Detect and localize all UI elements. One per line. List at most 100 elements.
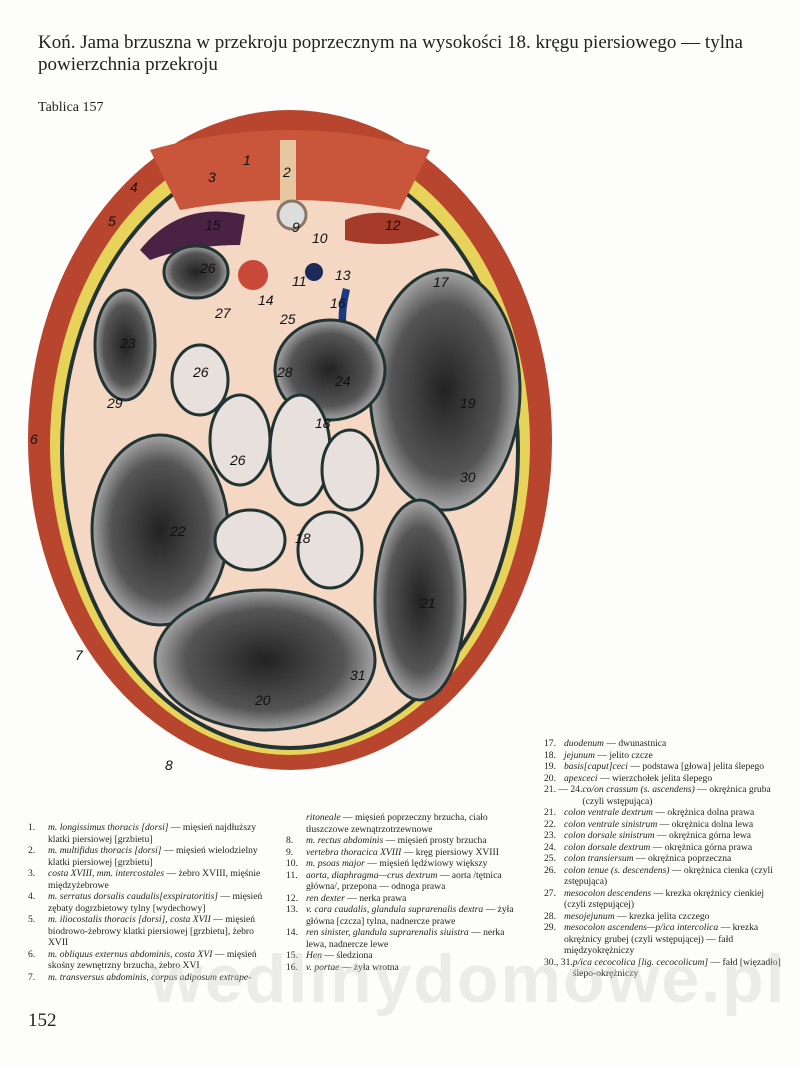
legend-polish: — okrężnica gruba (czyli wstępująca)	[582, 784, 771, 807]
legend-polish: — mięsień poprzeczny brzucha, ciało tłus…	[306, 812, 488, 835]
page-title: Koń. Jama brzuszna w przekroju poprzeczn…	[38, 32, 743, 75]
legend-polish: — fałd [więzadło] ślepo-okrężniczy	[572, 956, 781, 980]
vertebra	[276, 199, 308, 231]
legend-entry: 17.duodenum — dwunastnica	[544, 738, 782, 750]
structure-label: 18	[315, 415, 331, 431]
structure-label: 5	[108, 213, 116, 229]
legend-latin: vertebra thoracica XVIII	[306, 846, 402, 858]
legend-number: 4.	[28, 891, 36, 902]
cross-section-illustration: 1234567891011121314151617181819202122232…	[28, 110, 552, 773]
legend-polish: — mięsień zębaty dogrzbietowy tylny [wyd…	[48, 891, 263, 914]
legend-latin: m. psoas major	[306, 858, 365, 869]
legend-entry: 8. m. rectus abdominis — mięsień prosty b…	[286, 835, 524, 847]
legend-number: 13.	[286, 904, 298, 915]
legend-polish: — mięsień prosty brzucha	[383, 835, 487, 846]
legend-entry: 23.colon dorsale sinistrum — okrężnica g…	[544, 830, 782, 842]
structure-label: 31	[350, 667, 366, 683]
legend-number: 23.	[544, 830, 556, 841]
structure-label: 16	[330, 295, 346, 311]
legend-number: 27.	[544, 887, 556, 899]
legend-number: 24.	[544, 841, 556, 853]
spleen	[140, 211, 245, 260]
legend-latin: jejunum	[564, 749, 595, 761]
structure-label: 13	[335, 267, 351, 283]
legend-latin: ren dexter	[306, 892, 345, 904]
legend-entry: 21.colon ventrale dextrum — okrężnica do…	[544, 807, 782, 819]
colon-22	[90, 433, 230, 627]
legend-polish: — mięsień skośny zewnętrzny brzucha, żeb…	[48, 948, 257, 972]
legend-polish: — żyła główna [czcza] tylna, nadnercze p…	[306, 904, 514, 927]
legend-latin: m. multifidus thoracis [dorsi]	[48, 845, 162, 856]
legend-polish: — okrężnica górna lewa	[654, 830, 752, 841]
structure-label: 23	[119, 335, 136, 351]
legend-entry: 19.basis[caput]ceci — podstawa [głowa] j…	[544, 761, 782, 773]
legend-number	[286, 812, 306, 835]
legend-latin: aorta, diaphragma—crus dextrum	[306, 869, 438, 881]
legend-latin: co/on crassum (s. ascendens)	[582, 784, 695, 795]
legend-number: 11.	[286, 869, 298, 881]
structure-label: 30	[460, 469, 476, 485]
legend-entry: 5.m. iliocostalis thoracis [dorsi], cost…	[28, 914, 266, 949]
legend-entry: 21. — 24.co/on crassum (s. ascendens) — …	[544, 784, 782, 807]
legend-polish: — okrężnica poprzeczna	[633, 853, 732, 864]
cecum-base	[368, 268, 522, 512]
cecum-apex	[153, 588, 377, 732]
legend-polish: — nerka lewa, nadnercze lewe	[306, 927, 505, 950]
legend-latin: m. rectus abdominis	[306, 835, 384, 846]
legend-entry: 3.costa XVIII, mm. intercostales — żebro…	[28, 868, 266, 891]
legend-entry: 9.vertebra thoracica XVIII — kręg piersi…	[286, 847, 524, 859]
legend-polish: — żebro XVIII, mięśnie międzyżebrowe	[48, 868, 261, 891]
legend-entry: 29.mesocolon ascendens—p/ica intercolica…	[544, 922, 782, 957]
legend-latin: v. cara caudalis, glandula suprarenalis …	[306, 904, 484, 915]
structure-label: 10	[312, 230, 328, 246]
legend-polish: — żyła wrotna	[339, 961, 399, 973]
legend-polish: — okrężnica cienka (czyli zstępująca)	[564, 864, 773, 888]
legend-polish: — mięsień najdłuższy klatki piersiowej […	[48, 822, 257, 845]
structure-label: 21	[419, 595, 436, 611]
caudal-vena-cava	[305, 263, 323, 281]
legend-latin: ritoneale	[306, 812, 341, 823]
legend-entry: 1.m. longissimus thoracis [dorsi] — mięs…	[28, 822, 266, 845]
colon-21	[373, 498, 467, 702]
legend-polish: — śledziona	[321, 950, 373, 961]
legend-number: 9.	[286, 846, 294, 858]
legend-polish: — krezka okrężnicy cienkiej (czyli zstęp…	[564, 887, 765, 911]
legend-number: 21. — 24.	[544, 784, 583, 795]
legend-entry: 11.aorta, diaphragma—crus dextrum — aort…	[286, 870, 524, 893]
legend-entry: 22.colon ventrale sinistrum — okrężnica …	[544, 819, 782, 831]
legend-entry: 30., 31.p/ica cecocolica [lig. cecocolic…	[544, 957, 782, 980]
structure-label: 15	[205, 217, 221, 233]
legend-number: 19.	[544, 761, 556, 772]
legend-latin: Hen	[306, 950, 322, 961]
legend-number: 15.	[286, 950, 298, 961]
legend-entry: 6.m. obliquus externus abdominis, costa …	[28, 949, 266, 972]
legend-polish: — okrężnica dolna prawa	[652, 807, 755, 818]
structure-label: 19	[460, 395, 476, 411]
structure-label: 18	[295, 530, 311, 546]
jejunum-loops	[170, 343, 380, 590]
legend-latin: mesocolon descendens	[564, 887, 652, 899]
legend-entry: 25.colon transiersum — okrężnica poprzec…	[544, 853, 782, 865]
structure-label: 4	[130, 179, 138, 195]
structure-label: 1	[243, 152, 251, 168]
legend-polish: — krezka jelita czczego	[614, 910, 710, 922]
legend-latin: mesojejunum	[564, 910, 615, 922]
legend-latin: apexceci	[564, 772, 598, 784]
structure-label: 20	[254, 692, 271, 708]
legend-number: 16.	[286, 961, 298, 973]
legend-latin: basis[caput]ceci	[564, 761, 628, 772]
legend-latin: m. transversus abdominis, corpus adiposu…	[48, 971, 252, 983]
legend-column-middle: ritoneale — mięsień poprzeczny brzucha, …	[286, 812, 524, 973]
legend-number: 26.	[544, 864, 556, 876]
legend-polish: — dwunastnica	[603, 738, 667, 749]
legend-number: 8.	[286, 835, 294, 846]
structure-label: 6	[30, 431, 38, 447]
structure-label: 29	[106, 395, 123, 411]
legend-entry: 18.jejunum — jelito czcze	[544, 750, 782, 762]
legend-polish: — mięsień biodrowo-żebrowy klatki piersi…	[48, 914, 256, 948]
structure-label: 14	[258, 292, 274, 308]
legend-number: 17.	[544, 738, 556, 749]
colon-23	[93, 288, 157, 402]
